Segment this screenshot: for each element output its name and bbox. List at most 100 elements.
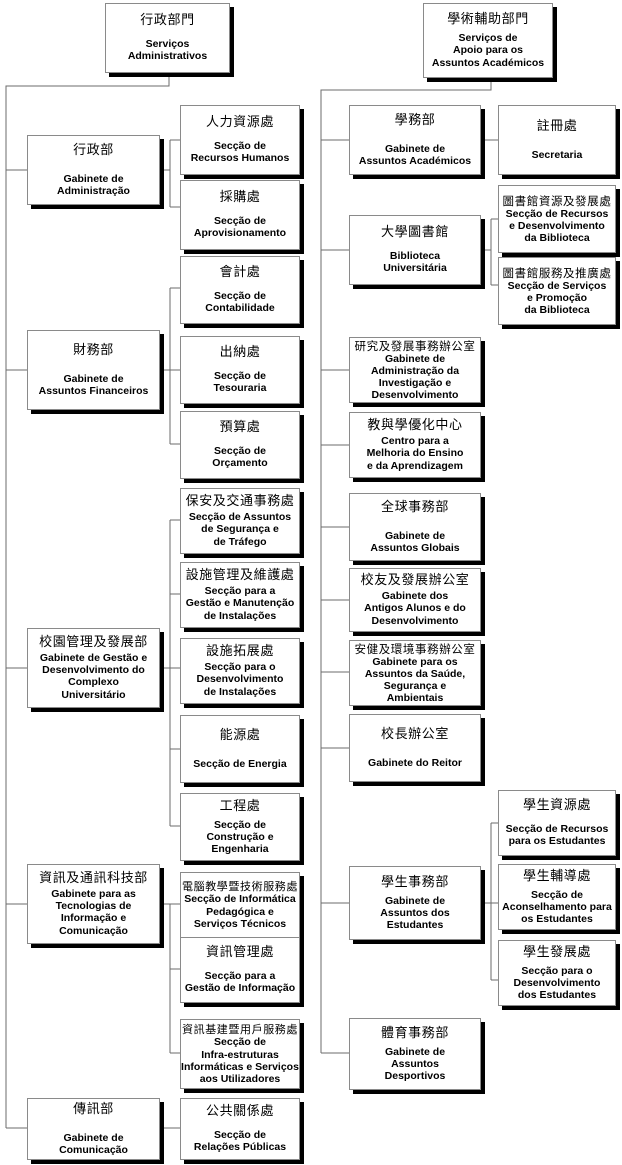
node-title-zh: 圖書館服務及推廣處	[502, 265, 612, 280]
node-accounting-section[interactable]: 會計處 Secção de Contabilidade	[180, 256, 300, 324]
node-title-pt: Gabinete de Assuntos Desportivos	[384, 1045, 446, 1083]
node-research-development-administration-office[interactable]: 研究及發展事務辦公室 Gabinete de Administração da …	[349, 337, 481, 403]
node-library-resources-development-section[interactable]: 圖書館資源及發展處 Secção de Recursos e Desenvolv…	[498, 185, 616, 253]
node-office-of-administration[interactable]: 行政部 Gabinete de Administração	[27, 135, 160, 205]
node-university-library[interactable]: 大學圖書館 Biblioteca Universitária	[349, 215, 481, 285]
node-title-zh: 設施管理及維護處	[185, 568, 295, 584]
node-title-pt: Biblioteca Universitária	[383, 250, 447, 275]
node-title-pt: Secção de Recursos e Desenvolvimento da …	[505, 207, 609, 245]
node-educational-computing-technical-services-section[interactable]: 電腦教學暨技術服務處 Secção de Informática Pedagóg…	[180, 872, 300, 938]
node-title-pt: Secção de Aconselhamento para os Estudan…	[502, 888, 612, 926]
node-title-pt: Secção de Serviços e Promoção da Bibliot…	[507, 279, 607, 317]
node-title-pt: Secretaria	[531, 148, 583, 161]
node-title-pt: Gabinete para as Tecnologias de Informaç…	[51, 888, 136, 937]
node-procurement-section[interactable]: 採購處 Secção de Aprovisionamento	[180, 180, 300, 250]
node-title-pt: Secção de Assuntos de Segurança e de Trá…	[188, 511, 292, 548]
node-treasury-section[interactable]: 出納處 Secção de Tesouraria	[180, 336, 300, 404]
node-title-pt: Secção para a Gestão e Manutenção de Ins…	[185, 585, 295, 622]
node-title-zh: 學生資源處	[522, 798, 591, 814]
node-registry-section[interactable]: 註冊處 Secretaria	[498, 105, 616, 175]
node-title-zh: 安健及環境事務辦公室	[354, 641, 476, 656]
node-office-of-ict[interactable]: 資訊及通訊科技部 Gabinete para as Tecnologias de…	[27, 864, 160, 944]
node-title-zh: 校長辦公室	[380, 726, 449, 742]
node-title-pt: Centro para a Melhoria do Ensino e da Ap…	[366, 435, 464, 472]
node-public-relations-section[interactable]: 公共關係處 Secção de Relações Públicas	[180, 1098, 300, 1160]
node-title-pt: Gabinete de Administração da Investigaçã…	[370, 352, 460, 402]
node-title-zh: 研究及發展事務辦公室	[354, 338, 476, 353]
node-office-of-campus-management-development[interactable]: 校園管理及發展部 Gabinete de Gestão e Desenvolvi…	[27, 628, 160, 708]
node-student-resources-section[interactable]: 學生資源處 Secção de Recursos para os Estudan…	[498, 790, 616, 856]
node-title-pt: Secção de Contabilidade	[205, 290, 275, 315]
node-title-zh: 圖書館資源及發展處	[502, 193, 612, 208]
node-student-affairs-office[interactable]: 學生事務部 Gabinete de Assuntos dos Estudante…	[349, 866, 481, 940]
node-title-zh: 保安及交通事務處	[185, 494, 295, 510]
node-title-pt: Serviços de Apoio para os Assuntos Acadé…	[431, 32, 545, 69]
node-title-zh: 資訊基建暨用戶服務處	[182, 1022, 298, 1036]
node-title-pt: Secção de Recursos para os Estudantes	[505, 823, 609, 848]
node-library-services-promotion-section[interactable]: 圖書館服務及推廣處 Secção de Serviços e Promoção …	[498, 257, 616, 325]
node-title-pt: Secção de Orçamento	[212, 445, 268, 470]
node-title-pt: Secção de Informática Pedagógica e Servi…	[184, 893, 296, 930]
node-title-zh: 資訊管理處	[205, 945, 274, 961]
node-title-pt: Gabinete para os Assuntos da Saúde, Segu…	[364, 655, 466, 705]
node-student-counselling-section[interactable]: 學生輔導處 Secção de Aconselhamento para os E…	[498, 864, 616, 930]
node-title-pt: Secção de Infra-estruturas Informáticas …	[181, 1036, 299, 1085]
node-title-zh: 學生事務部	[380, 874, 449, 890]
node-title-zh: 財務部	[73, 342, 114, 358]
node-title-zh: 學生輔導處	[522, 868, 591, 884]
node-title-pt: Gabinete dos Antigos Alunos e do Desenvo…	[364, 590, 466, 627]
node-title-zh: 學務部	[394, 112, 436, 128]
node-facility-management-maintenance-section[interactable]: 設施管理及維護處 Secção para a Gestão e Manutenç…	[180, 562, 300, 628]
node-title-pt: Secção de Construção e Engenharia	[206, 818, 274, 856]
node-budget-section[interactable]: 預算處 Secção de Orçamento	[180, 411, 300, 479]
node-title-zh: 體育事務部	[380, 1025, 449, 1041]
node-title-pt: Gabinete de Comunicação	[59, 1131, 128, 1156]
node-human-resources-section[interactable]: 人力資源處 Secção de Recursos Humanos	[180, 105, 300, 175]
node-title-pt: Gabinete de Administração	[57, 172, 130, 197]
node-security-traffic-section[interactable]: 保安及交通事務處 Secção de Assuntos de Segurança…	[180, 488, 300, 554]
node-health-safety-environmental-affairs-office[interactable]: 安健及環境事務辦公室 Gabinete para os Assuntos da …	[349, 640, 481, 706]
node-title-pt: Gabinete de Assuntos Globais	[370, 529, 460, 554]
node-title-zh: 行政部門	[140, 13, 195, 29]
node-office-of-global-affairs[interactable]: 全球事務部 Gabinete de Assuntos Globais	[349, 493, 481, 561]
node-title-zh: 設施拓展處	[205, 644, 274, 660]
node-title-pt: Secção para o Desenvolvimento dos Estuda…	[513, 964, 601, 1002]
node-title-pt: Secção de Relações Públicas	[193, 1129, 287, 1154]
node-title-pt: Secção de Recursos Humanos	[190, 140, 290, 165]
node-office-of-academic-affairs[interactable]: 學務部 Gabinete de Assuntos Académicos	[349, 105, 481, 175]
node-title-zh: 註冊處	[536, 118, 578, 134]
node-admin-services[interactable]: 行政部門 Serviços Administrativos	[105, 3, 230, 73]
node-it-infrastructure-user-services-section[interactable]: 資訊基建暨用戶服務處 Secção de Infra-estruturas In…	[180, 1019, 300, 1089]
node-information-management-section[interactable]: 資訊管理處 Secção para a Gestão de Informação	[180, 937, 300, 1003]
node-title-zh: 公共關係處	[205, 1104, 274, 1120]
node-title-zh: 採購處	[219, 190, 261, 206]
node-title-pt: Gabinete de Assuntos Financeiros	[38, 372, 149, 397]
node-title-pt: Secção de Aprovisionamento	[193, 215, 287, 240]
node-office-of-communication[interactable]: 傳訊部 Gabinete de Comunicação	[27, 1098, 160, 1160]
node-title-pt: Gabinete de Assuntos Académicos	[358, 142, 472, 167]
node-title-zh: 預算處	[219, 420, 261, 436]
node-rectors-office[interactable]: 校長辦公室 Gabinete do Reitor	[349, 714, 481, 782]
node-title-pt: Secção para o Desenvolvimento de Instala…	[196, 661, 284, 698]
node-title-pt: Gabinete do Reitor	[368, 756, 462, 769]
node-title-zh: 學術輔助部門	[447, 12, 529, 28]
node-office-of-financial-affairs[interactable]: 財務部 Gabinete de Assuntos Financeiros	[27, 330, 160, 410]
node-alumni-development-office[interactable]: 校友及發展辦公室 Gabinete dos Antigos Alunos e d…	[349, 568, 481, 632]
node-construction-engineering-section[interactable]: 工程處 Secção de Construção e Engenharia	[180, 793, 300, 861]
node-student-development-section[interactable]: 學生發展處 Secção para o Desenvolvimento dos …	[498, 940, 616, 1006]
node-sports-affairs-office[interactable]: 體育事務部 Gabinete de Assuntos Desportivos	[349, 1018, 481, 1090]
node-academic-support-services[interactable]: 學術輔助部門 Serviços de Apoio para os Assunto…	[423, 3, 553, 78]
node-title-zh: 全球事務部	[380, 499, 449, 515]
node-centre-teaching-learning-enhancement[interactable]: 教與學優化中心 Centro para a Melhoria do Ensino…	[349, 412, 481, 478]
node-title-zh: 資訊及通訊科技部	[39, 871, 148, 887]
node-title-pt: Secção de Tesouraria	[213, 370, 267, 395]
node-title-zh: 校友及發展辦公室	[360, 573, 470, 589]
node-facility-development-section[interactable]: 設施拓展處 Secção para o Desenvolvimento de I…	[180, 638, 300, 704]
node-title-zh: 大學圖書館	[380, 225, 449, 241]
node-title-zh: 傳訊部	[73, 1101, 114, 1117]
node-title-zh: 人力資源處	[205, 115, 274, 131]
node-energy-section[interactable]: 能源處 Secção de Energia	[180, 715, 300, 783]
node-title-zh: 工程處	[219, 798, 261, 814]
node-title-zh: 會計處	[219, 265, 261, 281]
